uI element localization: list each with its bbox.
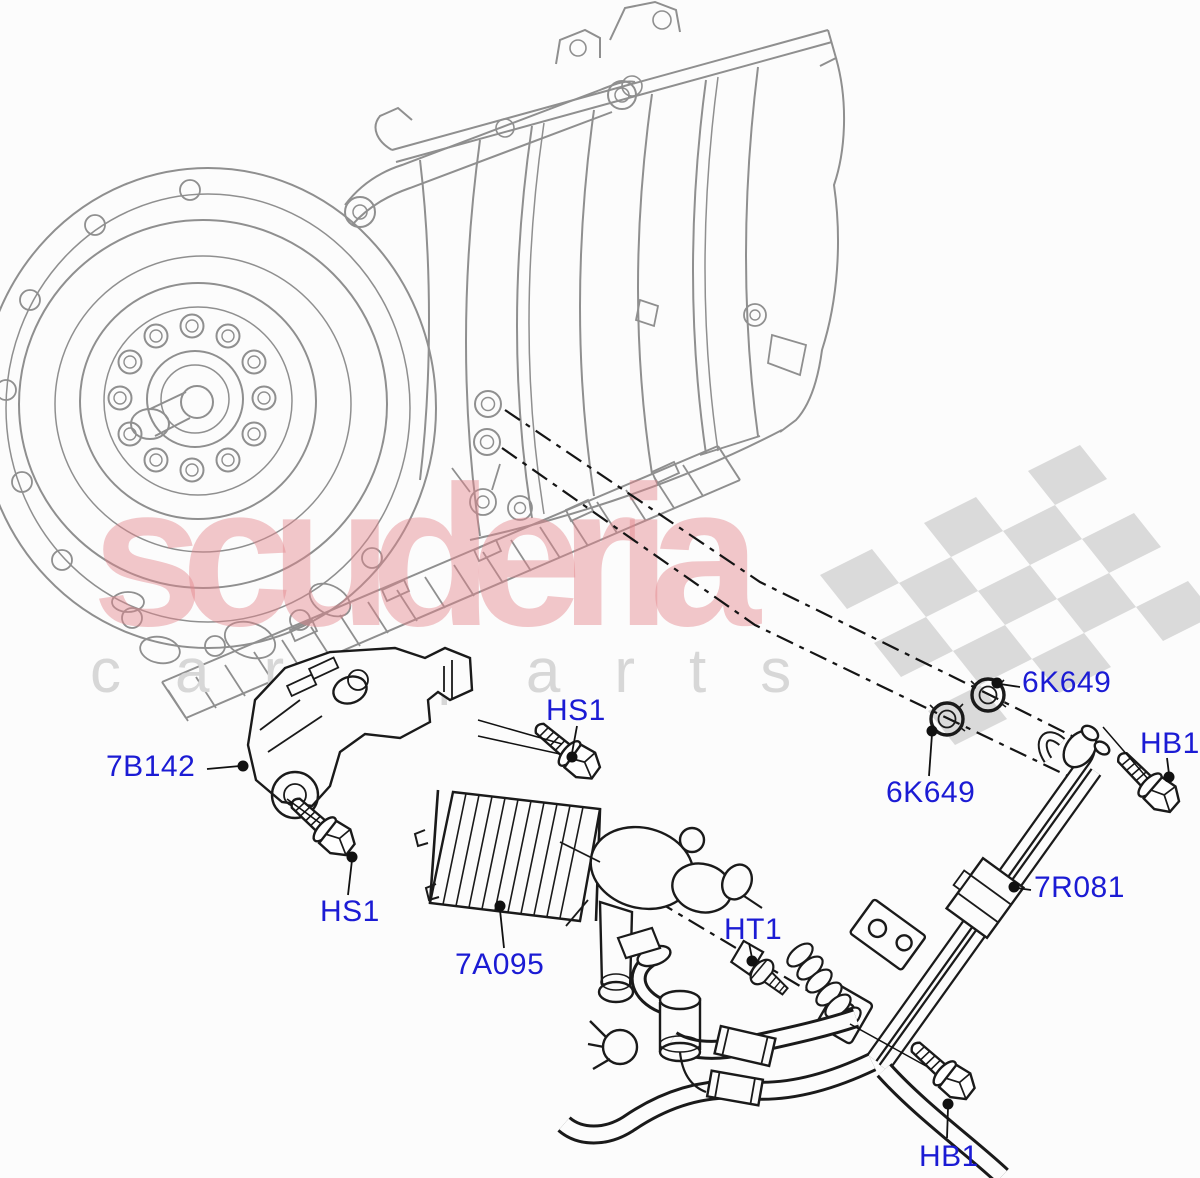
cooler-line-ports [473, 390, 502, 456]
callout-6k649-lower[interactable]: 6K649 [886, 776, 976, 809]
hose-sleeve-1 [713, 1024, 777, 1068]
thermostat-housing [559, 825, 763, 1004]
callout-7a095[interactable]: 7A095 [455, 948, 545, 981]
tube-clamp-block [944, 856, 1026, 940]
tube-assembly-7r081 [815, 724, 1111, 1072]
spring-clamp [587, 1020, 639, 1071]
callout-hb1-right[interactable]: HB1 [1140, 727, 1200, 760]
checkered-flag-watermark [820, 445, 1200, 745]
bolt-circle [107, 313, 277, 483]
bracket-7b142 [246, 646, 474, 820]
connector-cylinder [616, 926, 707, 1094]
callout-hb1-bottom[interactable]: HB1 [919, 1140, 979, 1173]
callout-7r081[interactable]: 7R081 [1034, 871, 1125, 904]
callout-7b142[interactable]: 7B142 [106, 750, 196, 783]
tube-bracket-upper [849, 898, 927, 971]
oil-pan-fins [111, 445, 741, 722]
callout-hs1-top[interactable]: HS1 [546, 694, 606, 727]
callout-ht1[interactable]: HT1 [724, 913, 783, 946]
lifting-bracket-arm [344, 80, 637, 228]
tube-end-fitting [1037, 724, 1111, 769]
transmission-illustration [0, 0, 845, 722]
hose-assembly [557, 926, 1009, 1178]
flange-holes [0, 179, 383, 665]
leader-lines [206, 677, 1175, 1139]
oil-cooler-7a095 [413, 789, 602, 923]
hose-sleeve-2 [705, 1069, 765, 1107]
sensor-ht1 [729, 939, 789, 996]
bolt-hs1-bottom [281, 787, 362, 864]
bell-housing [0, 159, 437, 665]
callout-6k649-upper[interactable]: 6K649 [1022, 666, 1112, 699]
gearbox-body [374, 0, 845, 541]
projection-lines [501, 409, 1097, 993]
brand-watermark-text: scuderia [92, 445, 762, 668]
input-shaft [130, 385, 214, 440]
callout-hs1-bottom[interactable]: HS1 [320, 895, 380, 928]
